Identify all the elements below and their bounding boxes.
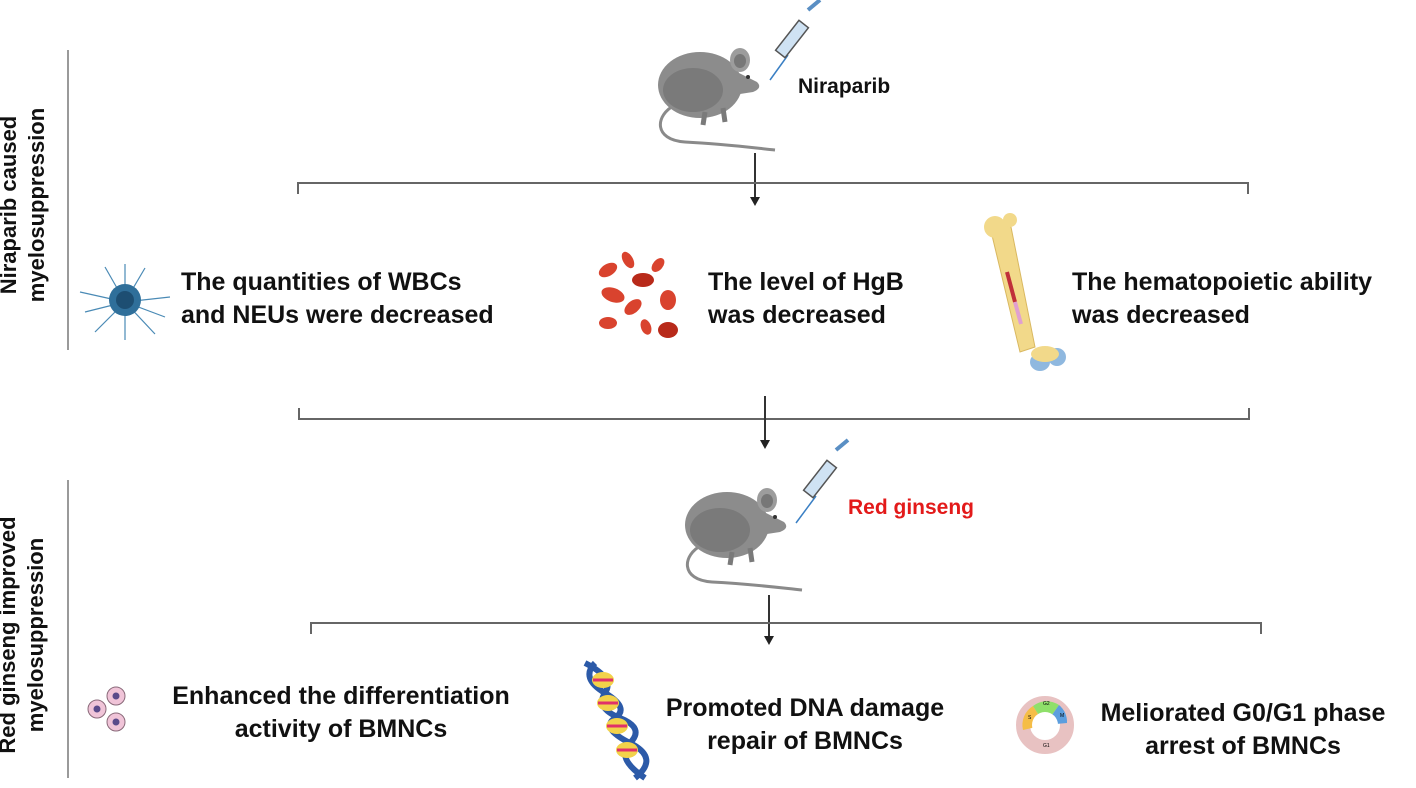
side-label-line: myelosuppression [24,107,49,303]
dna-helix-icon [583,660,650,781]
effect-cell-cycle-text: Meliorated G0/G1 phase arrest of BMNCs [1078,697,1408,763]
red-blood-cells-icon [598,251,678,338]
arrow-down [760,396,770,449]
bone-icon [984,213,1066,371]
effect-line: Enhanced the differentiation [172,682,510,710]
effect-line: The hematopoietic ability [1072,268,1373,296]
mouse-icon [685,488,803,592]
effect-hgb-text: The level of HgB was decreased [708,266,904,332]
effect-line: arrest of BMNCs [1145,732,1341,760]
arrow-down [764,595,774,645]
effect-dna-repair-text: Promoted DNA damage repair of BMNCs [640,692,970,758]
white-blood-cell-icon [79,264,171,340]
bone-marrow-cells-icon [87,686,126,732]
cell-cycle-icon: S G2 M G1 [1016,696,1074,754]
effect-line: Promoted DNA damage [665,694,945,722]
syringe-icon [795,438,850,524]
side-label-line: myelosuppression [23,537,48,733]
syringe-icon [769,0,822,81]
cell-cycle-phase-label: M [1060,713,1064,719]
cell-cycle-phase-label: G1 [1043,743,1050,749]
effect-line: The quantities of WBCs [181,268,462,296]
side-label-line: Niraparib caused [0,115,21,295]
effect-line: repair of BMNCs [707,727,903,755]
bracket-top [297,182,1249,194]
effect-differentiation-text: Enhanced the differentiation activity of… [146,680,536,746]
drug-label-red-ginseng: Red ginseng [848,496,975,519]
cell-cycle-phase-label: S [1028,715,1032,721]
side-label-line: Red ginseng improved [0,516,20,754]
effect-hematopoietic-text: The hematopoietic ability was decreased [1072,266,1372,332]
effect-line: was decreased [1072,301,1250,329]
cell-cycle-phase-label: G2 [1043,701,1050,707]
side-label-niraparib: Niraparib caused myelosuppression [0,95,55,315]
effect-line: The level of HgB [708,268,904,296]
side-divider-bottom [67,480,69,778]
effect-line: was decreased [708,301,886,329]
effect-line: and NEUs were decreased [181,301,494,329]
side-divider-top [67,50,69,350]
drug-label-niraparib: Niraparib [798,75,891,98]
arrow-down [750,153,760,206]
bracket-bottom [310,622,1262,634]
effect-wbc-text: The quantities of WBCs and NEUs were dec… [181,266,494,332]
bracket-middle [298,408,1250,420]
effect-line: Meliorated G0/G1 phase [1100,699,1386,727]
side-label-red-ginseng: Red ginseng improved myelosuppression [0,515,54,755]
mouse-icon [658,48,776,152]
effect-line: activity of BMNCs [234,715,448,743]
